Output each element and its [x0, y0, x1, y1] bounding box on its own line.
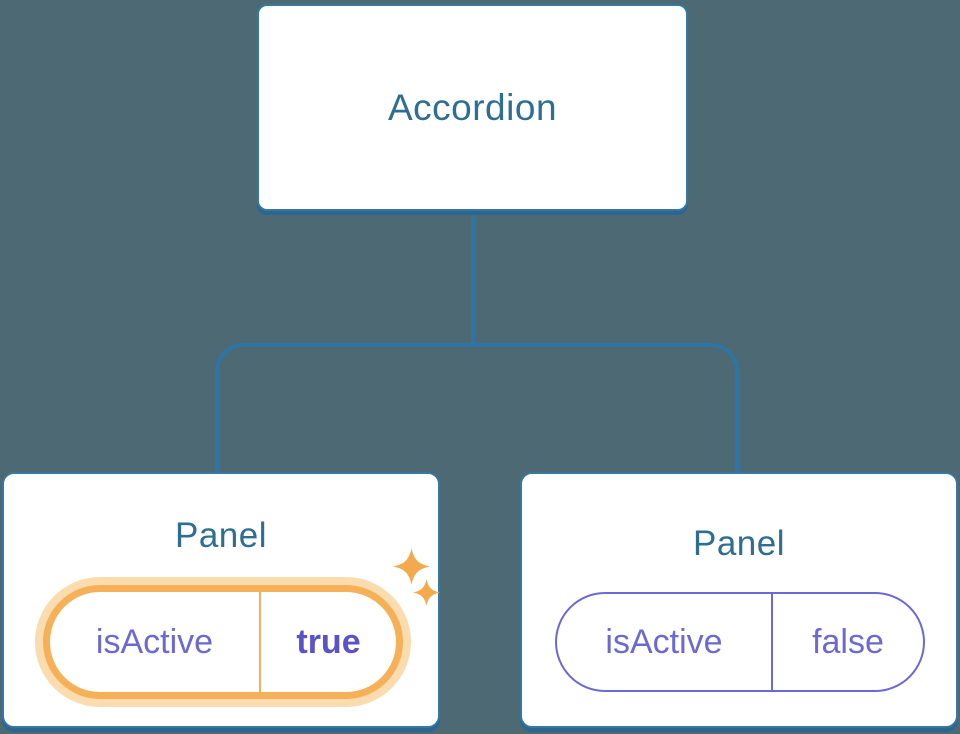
panel-title: Panel [692, 524, 786, 563]
connector-stem [471, 211, 475, 345]
prop-name-label: isActive [557, 594, 773, 690]
accordion-node: Accordion [257, 4, 688, 211]
panel-title: Panel [174, 516, 268, 555]
prop-value-label: true [296, 622, 361, 661]
connector-branch-left [215, 343, 475, 472]
panel-node-active: Panel isActive true [2, 472, 440, 728]
panel-node-inactive: Panel isActive false [520, 472, 958, 728]
sparkle-icon-large [393, 548, 430, 585]
connector-branch-right [471, 343, 739, 472]
prop-pill-active: isActive true [43, 585, 403, 699]
accordion-label: Accordion [387, 86, 558, 128]
prop-pill-inactive: isActive false [555, 592, 925, 692]
sparkle-icon-small [413, 579, 440, 606]
prop-value-label: false [812, 622, 884, 661]
prop-name-label: isActive [50, 592, 261, 692]
